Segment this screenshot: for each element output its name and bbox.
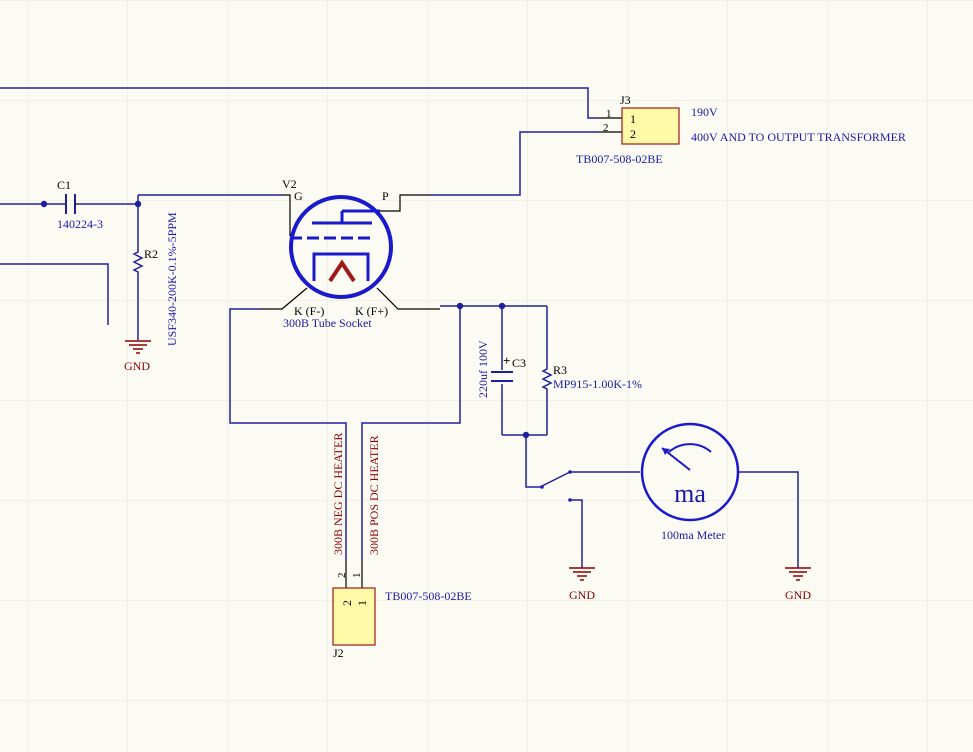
meter-comment: 100ma Meter: [661, 528, 725, 542]
j3-pin2-number: 2: [603, 122, 609, 134]
junction-dot: [498, 302, 506, 310]
capacitor-c1[interactable]: C1 140224-3: [57, 178, 103, 231]
switch[interactable]: [539, 470, 572, 502]
j3-body: [621, 107, 680, 145]
gnd-label: GND: [785, 588, 811, 602]
net-label-400v: 400V AND TO OUTPUT TRANSFORMER: [691, 130, 906, 144]
c3-value: 220uf 100V: [476, 340, 490, 398]
r2-value: USF340-200K-0.1%-5PPM: [165, 212, 179, 346]
c3-polarity: +: [503, 353, 510, 368]
net-label-heater-neg: 300B NEG DC HEATER: [331, 433, 345, 555]
gnd-label: GND: [569, 588, 595, 602]
j3-designator: J3: [620, 93, 631, 107]
j3-comment: TB007-508-02BE: [576, 152, 663, 166]
j2-comment: TB007-508-02BE: [385, 589, 472, 603]
j2-pin2-number: 2: [336, 573, 348, 579]
v2-filament: [328, 259, 356, 283]
v2-envelope: [289, 195, 393, 299]
r3-designator: R3: [553, 363, 567, 377]
c1-designator: C1: [57, 178, 71, 192]
junction-dot: [522, 431, 530, 439]
capacitor-c3[interactable]: + C3 220uf 100V: [476, 340, 526, 398]
wire-left-lower[interactable]: [0, 263, 109, 325]
r2-designator: R2: [144, 247, 158, 261]
v2-pin-kn-label: K (F-): [294, 304, 324, 318]
net-label-heater-pos: 300B POS DC HEATER: [367, 435, 381, 555]
j3-pin1-label: 1: [630, 112, 636, 126]
wire-to-switch[interactable]: [525, 435, 540, 488]
wire-heater-pos[interactable]: [361, 306, 461, 560]
connector-j2[interactable]: 2 1 2 1 J2 TB007-508-02BE: [332, 560, 472, 660]
wire-meter-to-gnd[interactable]: [738, 471, 799, 568]
v2-pin-kn: [260, 287, 308, 310]
resistor-r3[interactable]: R3 MP915-1.00K-1%: [541, 363, 642, 392]
v2-pin-g-label: G: [294, 189, 303, 203]
meter[interactable]: ma 100ma Meter: [640, 422, 740, 542]
net-label-190v: 190V: [691, 105, 718, 119]
r2-zigzag: [132, 248, 144, 275]
switch-arm: [539, 471, 571, 488]
junctions: [40, 200, 530, 439]
j3-pin2-label: 2: [630, 127, 636, 141]
connector-j3[interactable]: J3 1 2 1 2 TB007-508-02BE: [576, 93, 680, 166]
v2-pin-kp-label: K (F+): [355, 304, 388, 318]
wire-heater-neg[interactable]: [229, 308, 347, 560]
wires[interactable]: [0, 87, 799, 568]
meter-symbol: ma: [674, 479, 706, 508]
v2-pin-p-label: P: [382, 189, 389, 203]
j2-pin1-label: 1: [355, 600, 369, 606]
gnd-port-switch[interactable]: GND: [569, 567, 595, 602]
j3-pin1-number: 1: [606, 108, 612, 120]
wire-to-j3-pin1[interactable]: [0, 87, 598, 119]
j2-pin1-number: 1: [351, 573, 363, 579]
junction-dot: [40, 200, 48, 208]
v2-comment: 300B Tube Socket: [283, 316, 372, 330]
tube-v2[interactable]: V2 G P K (F-) K (F+) 300B Tube Socket: [260, 177, 440, 330]
r3-zigzag: [541, 366, 553, 392]
wire-switch-to-gnd[interactable]: [570, 499, 583, 568]
v2-pin-g: [282, 194, 291, 236]
r3-value: MP915-1.00K-1%: [553, 377, 642, 391]
v2-filament-frame: [312, 252, 370, 281]
resistor-r2[interactable]: R2 USF340-200K-0.1%-5PPM: [132, 212, 179, 346]
meter-body: [640, 422, 740, 522]
gnd-port-r2[interactable]: GND: [124, 340, 151, 373]
meter-scale: [668, 443, 712, 453]
c3-designator: C3: [512, 356, 526, 370]
j2-body: [332, 587, 376, 646]
v2-pin-kp: [376, 287, 440, 310]
junction-dot: [134, 200, 142, 208]
wire-plate-to-j3-pin2[interactable]: [430, 131, 598, 196]
gnd-port-meter[interactable]: GND: [785, 567, 811, 602]
v2-designator: V2: [282, 177, 297, 191]
j2-pin2-label: 2: [340, 600, 354, 606]
c1-value: 140224-3: [57, 217, 103, 231]
j2-designator: J2: [333, 646, 344, 660]
gnd-label: GND: [124, 359, 150, 373]
junction-dot: [456, 302, 464, 310]
v2-pin-p: [380, 194, 430, 212]
